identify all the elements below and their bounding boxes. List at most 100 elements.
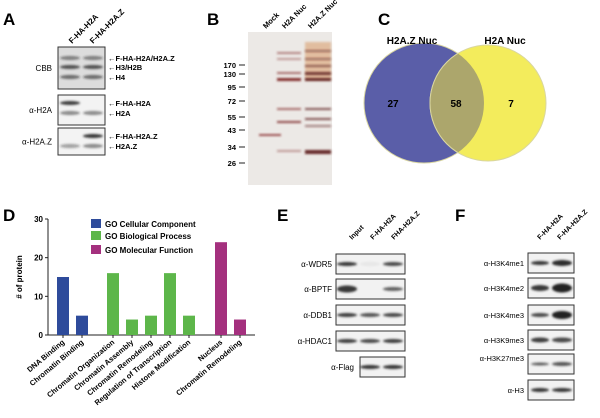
blot-band (552, 337, 572, 343)
venn-label-h2a-nuc: H2A Nuc (484, 36, 526, 47)
blot-frame (527, 304, 575, 326)
venn-count-right: 7 (508, 99, 514, 110)
blot-frame (335, 278, 406, 300)
blot-label: α-H3K27me3 (480, 354, 524, 363)
legend-swatch (91, 219, 101, 228)
blot-label: α-H2A (29, 106, 53, 115)
blot-label: α-H3K4me1 (484, 259, 524, 268)
gel-band (305, 58, 331, 60)
gel-band (305, 118, 331, 120)
blot-band (360, 262, 380, 266)
lane-label: Input (348, 224, 366, 242)
blot-band (552, 260, 572, 266)
panel-label-a: A (3, 10, 15, 29)
blot-band (552, 388, 572, 392)
band-annotation: ←H3/H2B (108, 63, 143, 72)
blot-band (60, 75, 80, 79)
gel-band (277, 108, 301, 110)
lane-label: H2A Nuc (280, 2, 308, 30)
gel-band (259, 134, 281, 136)
venn-overlap (429, 44, 484, 162)
blot-band (552, 311, 572, 319)
blot-label: α-HDAC1 (298, 337, 333, 346)
band-annotation: ←F-HA-H2A/H2A.Z (108, 54, 175, 63)
venn-label-h2az-nuc: H2A.Z Nuc (387, 36, 438, 47)
marker-label: 26 (228, 159, 236, 168)
blot-band (360, 365, 380, 369)
gel-band (305, 78, 331, 81)
blot-frame (527, 277, 575, 299)
blot-label: α-Flag (331, 363, 354, 372)
panel-label-f: F (455, 206, 465, 225)
blot-band (552, 283, 572, 293)
marker-label: 72 (228, 97, 236, 106)
blot-band (83, 111, 103, 115)
blot-label: α-H3K9me3 (484, 336, 524, 345)
band-annotation: ←F-HA-H2A (108, 99, 151, 108)
blot-band (531, 337, 549, 343)
band-annotation: ←F-HA-H2A.Z (108, 132, 158, 141)
blot-frame (527, 252, 575, 274)
blot-frame (57, 127, 106, 156)
blot-frame (527, 353, 575, 375)
gel-band (305, 125, 331, 127)
gel-band (277, 78, 301, 81)
legend-label: GO Molecular Function (105, 246, 193, 255)
blot-band (531, 362, 549, 366)
panel-label-b: B (207, 10, 219, 29)
blot-band (337, 313, 357, 317)
bar (145, 315, 157, 335)
blot-band (60, 101, 80, 105)
legend-swatch (91, 245, 101, 254)
blot-band (83, 56, 103, 60)
marker-label: 34 (228, 143, 237, 152)
blot-band (83, 75, 103, 79)
legend-swatch (91, 231, 101, 240)
gel-band (305, 150, 331, 154)
bar (215, 242, 227, 335)
blot-label: α-H3K4me3 (484, 311, 524, 320)
bar (107, 273, 119, 335)
blot-label: α-H3 (508, 386, 524, 395)
bar (183, 315, 195, 335)
blot-band (60, 56, 80, 60)
blot-label: α-H2A.Z (22, 138, 52, 147)
venn-count-both: 58 (450, 99, 462, 110)
blot-band (383, 287, 403, 291)
blot-band (360, 339, 380, 343)
lane-label: H2A.Z Nuc (306, 0, 339, 30)
legend-label: GO Cellular Component (105, 220, 196, 229)
lane-label: F-HA-H2A.Z (556, 208, 589, 241)
panel-f-western-blot: F-HA-H2AF-HA-H2A.Zα-H3K4me1α-H3K4me2α-H3… (480, 208, 590, 401)
band-annotation: ←H4 (108, 73, 126, 82)
gel-band (305, 108, 331, 110)
blot-band (337, 339, 357, 343)
blot-band (552, 362, 572, 366)
gel-band (277, 58, 301, 60)
blot-band (383, 339, 403, 343)
blot-band (60, 111, 80, 115)
bar (76, 315, 88, 335)
blot-band (531, 261, 549, 265)
blot-label: CBB (36, 64, 52, 73)
gel-band (277, 121, 301, 123)
bar (126, 319, 138, 335)
bar (164, 273, 176, 335)
gel-band (277, 52, 301, 54)
y-tick-label: 30 (34, 215, 43, 224)
y-tick-label: 0 (39, 331, 44, 340)
legend-label: GO Biological Process (105, 232, 192, 241)
blot-frame (527, 329, 575, 351)
blot-band (83, 65, 103, 69)
lane-label: FHA-H2A.Z (390, 210, 422, 242)
gel-band (305, 50, 331, 52)
blot-frame (527, 379, 575, 401)
y-tick-label: 10 (34, 292, 43, 301)
blot-band (360, 313, 380, 317)
blot-band (60, 144, 80, 148)
blot-band (383, 365, 403, 369)
